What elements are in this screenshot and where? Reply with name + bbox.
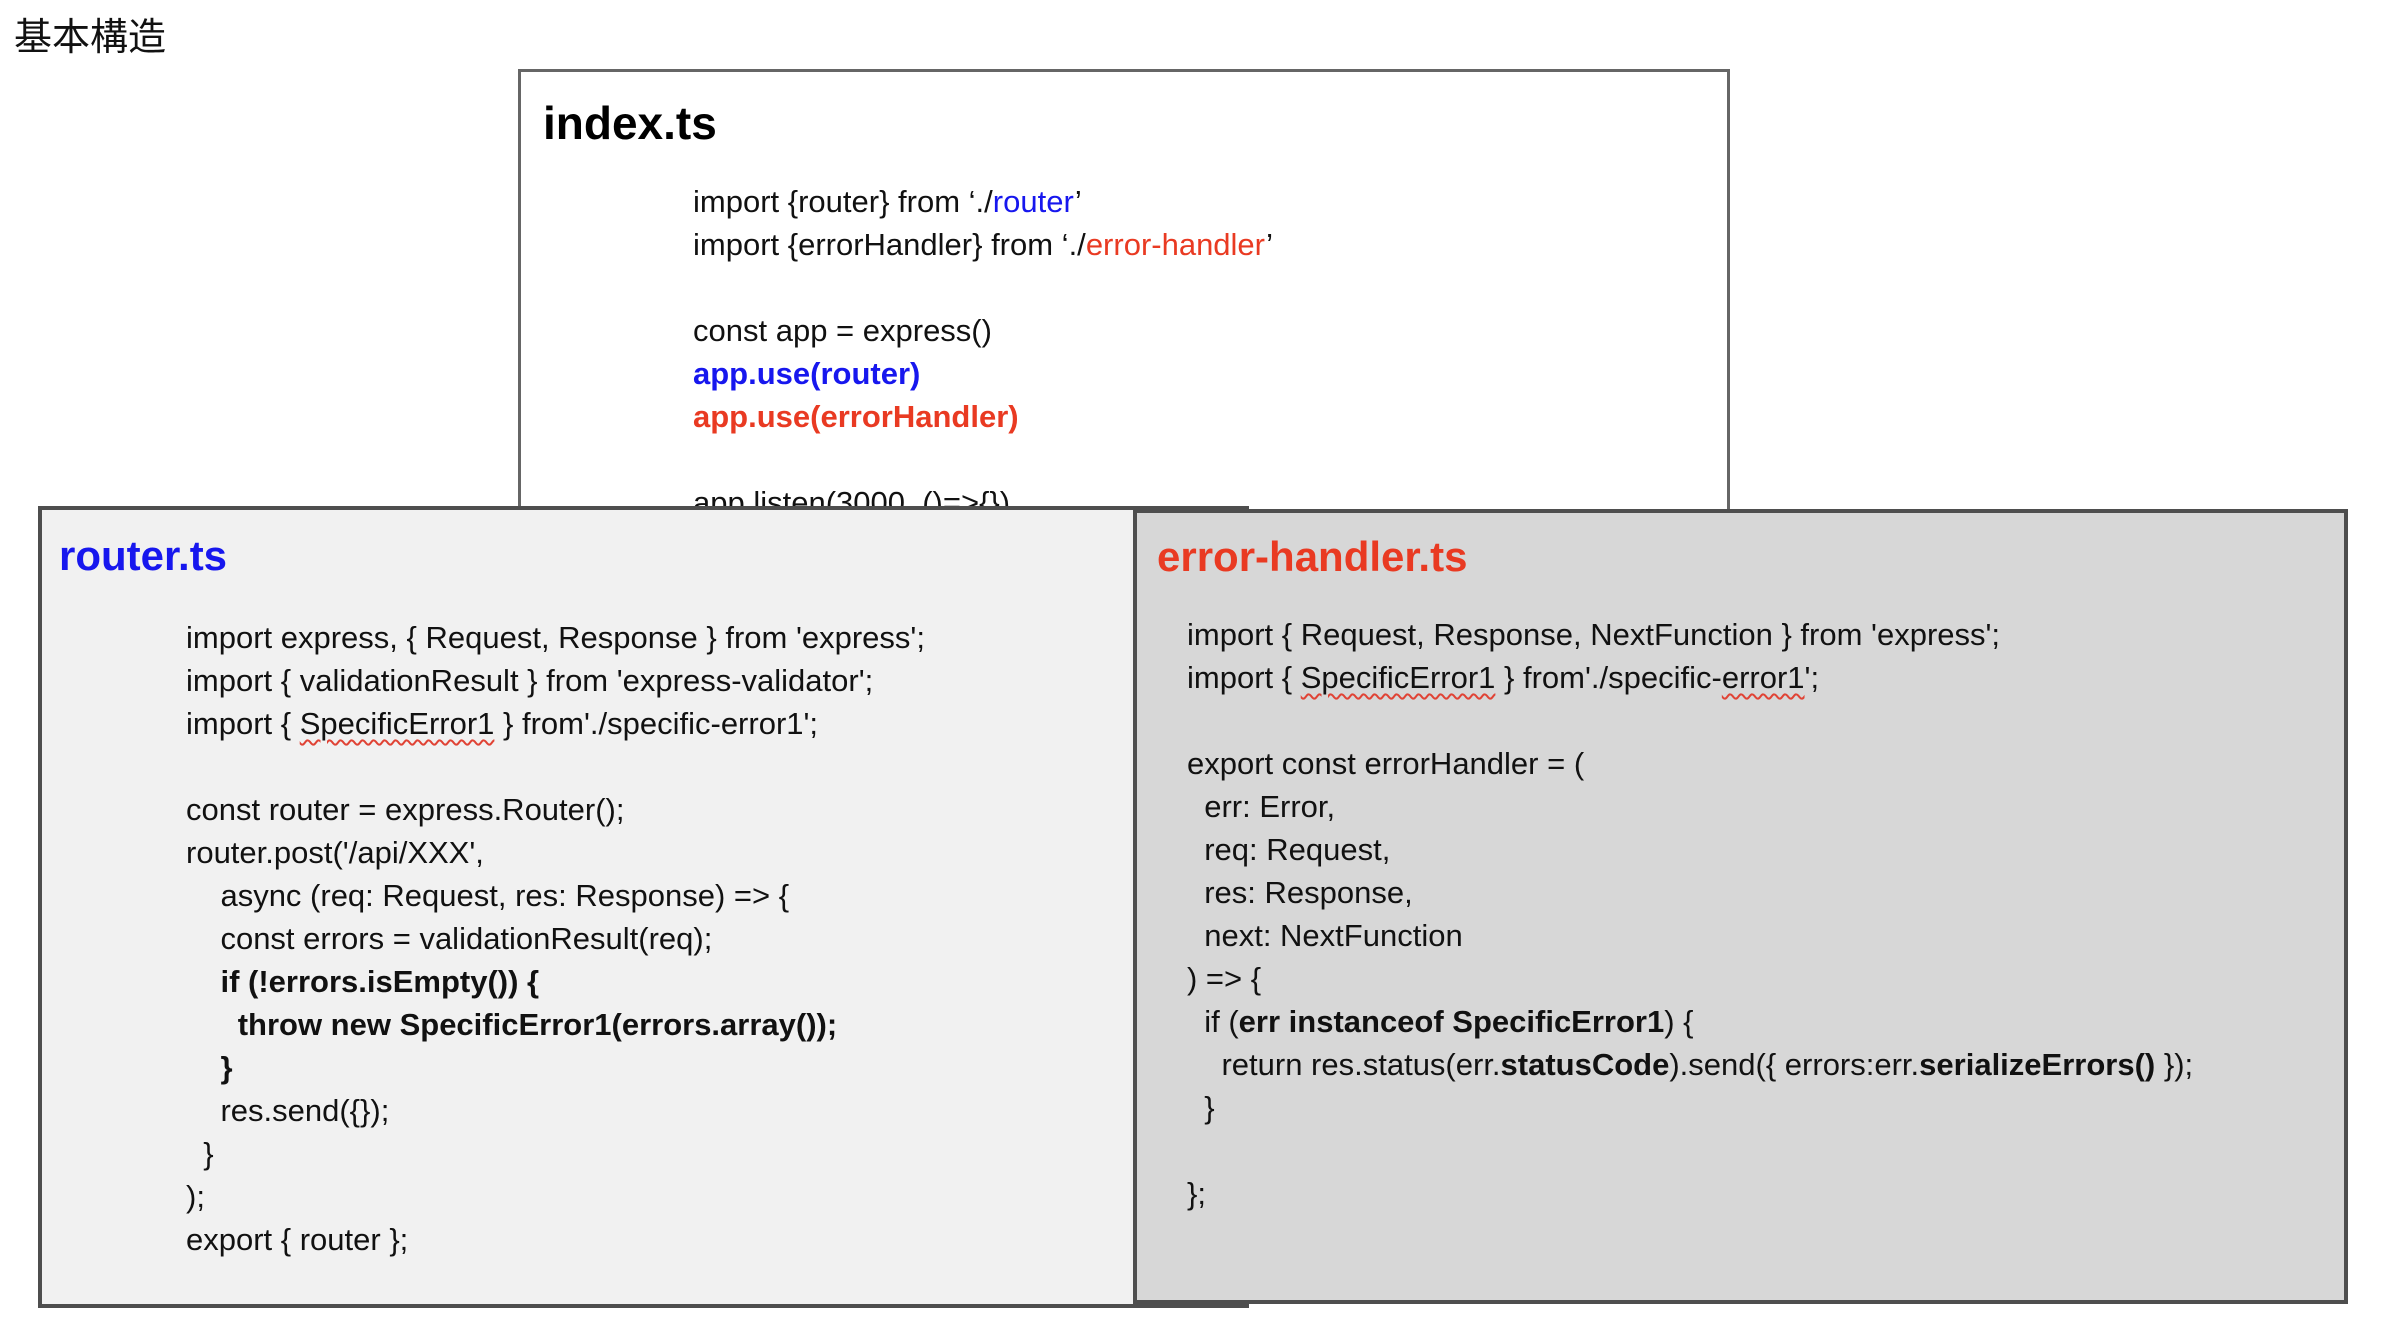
code-line: import express, { Request, Response } fr… xyxy=(186,616,1245,659)
code-line xyxy=(1187,1129,2344,1172)
code-segment: import express, { Request, Response } fr… xyxy=(186,620,925,655)
code-segment: err instanceof SpecificError1 xyxy=(1238,1004,1665,1039)
code-segment: const router = express.Router(); xyxy=(186,792,625,827)
code-segment: req: Request, xyxy=(1187,832,1391,867)
file-title-index: index.ts xyxy=(543,97,717,149)
code-segment: } from'./specific- xyxy=(1495,660,1722,695)
code-segment: if ( xyxy=(1187,1004,1239,1039)
code-line: ) => { xyxy=(1187,957,2344,1000)
code-segment: }; xyxy=(1187,1176,1206,1211)
code-segment: ).send({ errors:err. xyxy=(1669,1047,1920,1082)
code-line xyxy=(693,438,1727,481)
code-line: res.send({}); xyxy=(186,1089,1245,1132)
code-line: app.use(errorHandler) xyxy=(693,395,1727,438)
code-segment: export { router }; xyxy=(186,1222,409,1257)
page-title: 基本構造 xyxy=(14,17,167,59)
code-line: ); xyxy=(186,1175,1245,1218)
code-line: } xyxy=(186,1046,1245,1089)
code-segment: error1 xyxy=(1721,660,1805,695)
code-segment: err: Error, xyxy=(1187,789,1336,824)
code-line: import { SpecificError1 } from'./specifi… xyxy=(186,702,1245,745)
code-segment: ’ xyxy=(1266,227,1274,262)
code-box-index: index.ts import {router} from ‘./router’… xyxy=(518,69,1730,520)
code-segment: SpecificError1 xyxy=(1300,660,1496,695)
code-line: } xyxy=(1187,1086,2344,1129)
code-line: router.post('/api/XXX', xyxy=(186,831,1245,874)
code-segment: app.use(router) xyxy=(693,356,921,391)
code-segment: } from'./specific-error1'; xyxy=(494,706,819,741)
code-line xyxy=(693,266,1727,309)
code-segment: import { validationResult } from 'expres… xyxy=(186,663,874,698)
code-line xyxy=(1187,699,2344,742)
code-block-router: import express, { Request, Response } fr… xyxy=(186,616,1245,1261)
code-line: } xyxy=(186,1132,1245,1175)
file-title-error-handler: error-handler.ts xyxy=(1157,533,1468,580)
code-segment: SpecificError1 xyxy=(299,706,495,741)
code-segment: } xyxy=(186,1136,214,1171)
code-segment: res: Response, xyxy=(1187,875,1413,910)
code-segment: router xyxy=(992,184,1075,219)
code-segment: error-handler xyxy=(1085,227,1267,262)
code-segment: ) { xyxy=(1664,1004,1694,1039)
code-segment xyxy=(186,964,220,999)
code-segment: return res.status(err. xyxy=(1187,1047,1501,1082)
code-segment: ); xyxy=(186,1179,205,1214)
code-segment: export const errorHandler = ( xyxy=(1187,746,1585,781)
code-block-error-handler: import { Request, Response, NextFunction… xyxy=(1187,613,2344,1215)
code-segment: throw new SpecificError1(errors.array())… xyxy=(237,1007,838,1042)
code-segment xyxy=(186,1050,220,1085)
code-line: const app = express() xyxy=(693,309,1727,352)
code-line: import {router} from ‘./router’ xyxy=(693,180,1727,223)
code-segment: ’ xyxy=(1074,184,1082,219)
code-segment: next: NextFunction xyxy=(1187,918,1463,953)
code-line: import { SpecificError1 } from'./specifi… xyxy=(1187,656,2344,699)
code-segment: import { Request, Response, NextFunction… xyxy=(1187,617,2001,652)
code-segment: router.post('/api/XXX', xyxy=(186,835,484,870)
code-segment: import { xyxy=(1187,660,1301,695)
code-line: }; xyxy=(1187,1172,2344,1215)
code-line: import { Request, Response, NextFunction… xyxy=(1187,613,2344,656)
code-segment: serializeErrors() xyxy=(1919,1047,2156,1082)
code-line: res: Response, xyxy=(1187,871,2344,914)
code-segment: const errors = validationResult(req); xyxy=(186,921,713,956)
code-line: const router = express.Router(); xyxy=(186,788,1245,831)
code-segment: import {router} from ‘./ xyxy=(693,184,993,219)
code-segment: } xyxy=(220,1050,233,1085)
code-segment: }); xyxy=(2155,1047,2194,1082)
code-segment: import { xyxy=(186,706,300,741)
code-line: import {errorHandler} from ‘./error-hand… xyxy=(693,223,1727,266)
code-segment xyxy=(186,1007,238,1042)
code-block-index: import {router} from ‘./router’import {e… xyxy=(693,180,1727,524)
code-segment: import {errorHandler} from ‘./ xyxy=(693,227,1086,262)
code-line: throw new SpecificError1(errors.array())… xyxy=(186,1003,1245,1046)
code-line: export { router }; xyxy=(186,1218,1245,1261)
code-line: const errors = validationResult(req); xyxy=(186,917,1245,960)
code-line: if (err instanceof SpecificError1) { xyxy=(1187,1000,2344,1043)
code-line: app.use(router) xyxy=(693,352,1727,395)
code-line: import { validationResult } from 'expres… xyxy=(186,659,1245,702)
code-segment: ) => { xyxy=(1187,961,1262,996)
code-line: async (req: Request, res: Response) => { xyxy=(186,874,1245,917)
code-segment: if (!errors.isEmpty()) { xyxy=(220,964,540,999)
code-line: next: NextFunction xyxy=(1187,914,2344,957)
code-line xyxy=(186,745,1245,788)
code-line: return res.status(err.statusCode).send({… xyxy=(1187,1043,2344,1086)
code-segment: const app = express() xyxy=(693,313,992,348)
code-line: err: Error, xyxy=(1187,785,2344,828)
code-line: if (!errors.isEmpty()) { xyxy=(186,960,1245,1003)
code-segment: statusCode xyxy=(1500,1047,1670,1082)
code-segment: res.send({}); xyxy=(186,1093,390,1128)
code-segment: '; xyxy=(1804,660,1820,695)
code-box-router: router.ts import express, { Request, Res… xyxy=(38,506,1249,1308)
code-segment: } xyxy=(1187,1090,1215,1125)
code-segment: app.use(errorHandler) xyxy=(693,399,1019,434)
code-line: export const errorHandler = ( xyxy=(1187,742,2344,785)
file-title-router: router.ts xyxy=(59,532,228,579)
code-segment: async (req: Request, res: Response) => { xyxy=(186,878,790,913)
code-box-error-handler: error-handler.ts import { Request, Respo… xyxy=(1133,509,2348,1304)
code-line: req: Request, xyxy=(1187,828,2344,871)
